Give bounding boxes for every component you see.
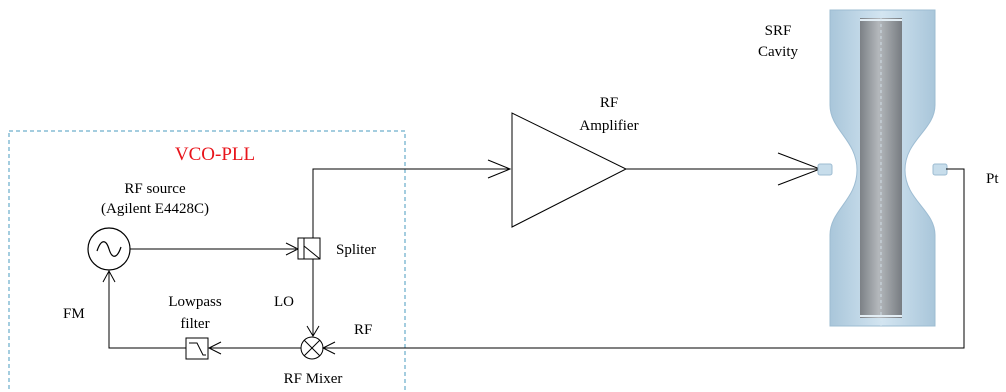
splitter-icon bbox=[297, 237, 321, 260]
wire-fm bbox=[108, 271, 186, 349]
vco-pll-label: VCO-PLL bbox=[175, 144, 255, 165]
vco-pll-group-box bbox=[8, 130, 406, 392]
arrowhead-mixer-lo bbox=[306, 325, 320, 337]
amplifier-label-line1: RF bbox=[600, 95, 618, 111]
rf-amplifier-icon bbox=[511, 112, 628, 228]
rf-mixer-icon bbox=[300, 336, 324, 360]
cavity-label-line1: SRF bbox=[765, 23, 792, 39]
rf-source-label-line1: RF source bbox=[124, 181, 186, 197]
lowpass-label-line1: Lowpass bbox=[168, 294, 221, 310]
pt-label: Pt bbox=[986, 171, 999, 187]
rf-in-label: RF bbox=[354, 322, 372, 338]
arrowhead-filter-in bbox=[207, 341, 222, 355]
srf-cavity-image bbox=[817, 9, 948, 327]
arrowhead-amplifier-in bbox=[487, 159, 512, 179]
amplifier-label-line2: Amplifier bbox=[579, 118, 638, 134]
wire-pt-feedback bbox=[323, 168, 965, 349]
lowpass-label-line2: filter bbox=[180, 316, 209, 332]
fm-label: FM bbox=[63, 306, 85, 322]
lowpass-filter-icon bbox=[185, 337, 209, 360]
rf-mixer-label: RF Mixer bbox=[284, 371, 343, 387]
rf-source-label-line2: (Agilent E4428C) bbox=[101, 201, 209, 217]
rf-source-oscillator-icon bbox=[87, 227, 131, 271]
splitter-label: Spliter bbox=[336, 242, 376, 258]
arrowhead-fm bbox=[102, 269, 116, 283]
lo-label: LO bbox=[274, 294, 294, 310]
cavity-label-line2: Cavity bbox=[758, 44, 798, 60]
wire-splitter-to-amplifier bbox=[312, 168, 510, 238]
arrowhead-mixer-rf bbox=[321, 341, 336, 355]
